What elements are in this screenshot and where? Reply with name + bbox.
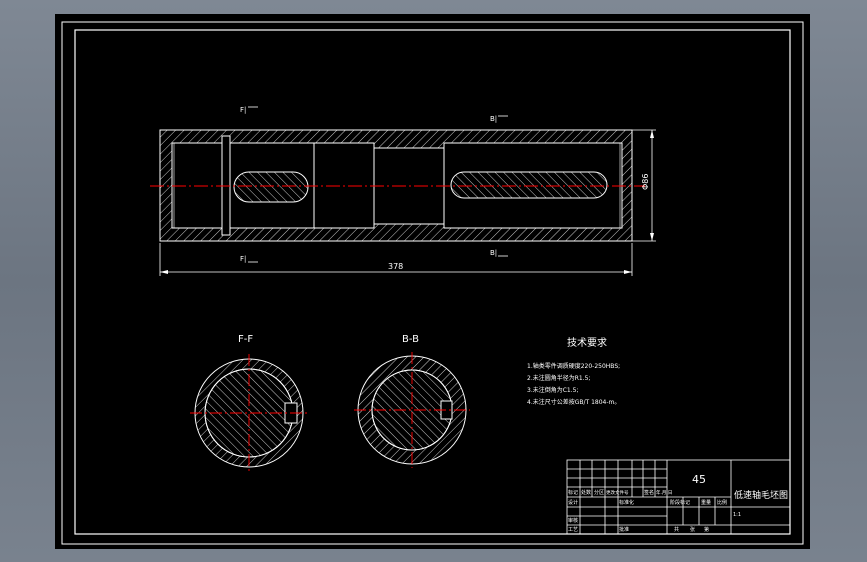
label-date: 年.月.日 — [656, 489, 672, 496]
section-mark-b-top: B| — [490, 115, 497, 123]
section-bb: B-B — [354, 334, 470, 468]
label-change-doc: 更改文件号 — [606, 489, 629, 496]
label-standardize: 标准化 — [619, 499, 634, 506]
section-mark-f-top: F| — [240, 106, 246, 114]
keyway-right — [450, 171, 608, 199]
label-total-sheets: 共 — [674, 526, 679, 533]
label-scale: 比例 — [717, 499, 727, 506]
section-ff-label: F-F — [238, 334, 253, 345]
label-review: 审核 — [568, 517, 578, 524]
label-signature: 签名 — [644, 489, 654, 496]
keyway-left — [233, 171, 309, 203]
section-mark-b-bottom: B| — [490, 249, 497, 257]
label-ratio: 1:1 — [733, 512, 741, 518]
drawing-viewport — [55, 14, 810, 549]
tech-req-item-1: 1.轴类零件调质硬度220-250HBS; — [527, 362, 620, 370]
label-zone: 分区 — [594, 489, 604, 496]
inner-frame — [74, 29, 791, 535]
length-dimension-text: 378 — [388, 262, 403, 271]
label-page: 第 — [704, 526, 709, 533]
label-stage-mark: 阶段标记 — [670, 499, 690, 506]
section-bb-label: B-B — [402, 334, 419, 345]
label-weight: 重量 — [701, 499, 711, 506]
material-text: 45 — [692, 473, 706, 486]
label-mark: 标记 — [568, 489, 578, 496]
tech-req-item-2: 2.未注圆角半径为R1.5; — [527, 374, 590, 382]
label-design: 设计 — [568, 499, 578, 506]
tech-req-item-3: 3.未注倒角为C1.5; — [527, 386, 578, 394]
title-block — [566, 459, 791, 535]
label-approve: 批准 — [619, 526, 629, 533]
title-block-text: 45 低速轴毛坯图 标记 处数 分区 更改文件号 签名 年.月.日 设计 标准化… — [568, 473, 788, 533]
outer-frame — [61, 21, 804, 545]
shaft-blank-view: F| B| F| B| 378 Φ86 — [150, 106, 656, 276]
tech-req-title: 技术要求 — [567, 336, 607, 349]
label-count: 处数 — [581, 489, 591, 496]
technical-requirements: 技术要求 1.轴类零件调质硬度220-250HBS; 2.未注圆角半径为R1.5… — [527, 336, 620, 406]
label-sheet: 张 — [690, 526, 695, 533]
drawing-title-text: 低速轴毛坯图 — [734, 489, 788, 501]
height-dimension-text: Φ86 — [641, 174, 650, 190]
section-mark-f-bottom: F| — [240, 255, 246, 263]
tech-req-item-4: 4.未注尺寸公差按GB/T 1804-m。 — [527, 398, 620, 406]
label-process: 工艺 — [568, 527, 578, 533]
section-ff: F-F — [190, 334, 308, 472]
